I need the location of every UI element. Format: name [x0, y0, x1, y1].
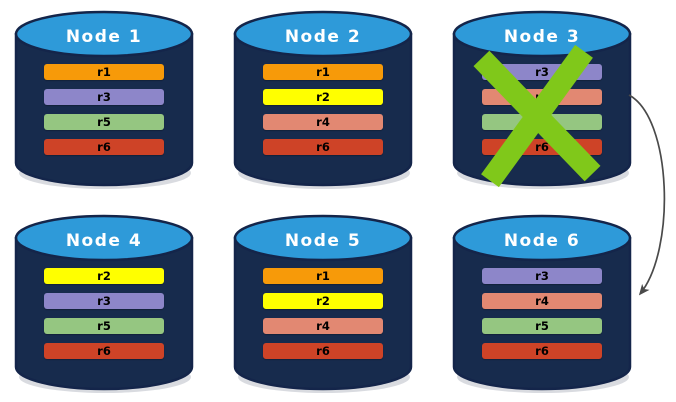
record-bar[interactable]: r4 [482, 293, 602, 309]
record-bar[interactable]: r6 [482, 139, 602, 155]
record-bar[interactable]: r4 [263, 114, 383, 130]
cylinder-top [14, 10, 194, 58]
record-bar[interactable]: r6 [263, 139, 383, 155]
cylinder-top [233, 10, 413, 58]
record-bar[interactable]: r2 [44, 268, 164, 284]
record-bar[interactable]: r2 [263, 89, 383, 105]
record-bar[interactable]: r5 [482, 318, 602, 334]
record-list: r1 r2 r4 r6 [263, 268, 383, 359]
record-bar[interactable]: r3 [44, 293, 164, 309]
record-list: r1 r2 r4 r6 [263, 64, 383, 155]
record-bar[interactable]: r3 [44, 89, 164, 105]
record-list: r1 r3 r5 r6 [44, 64, 164, 155]
record-bar[interactable]: r5 [482, 114, 602, 130]
record-list: r3 r4 r5 r6 [482, 64, 602, 155]
cylinder-top [233, 214, 413, 262]
record-bar[interactable]: r3 [482, 64, 602, 80]
record-bar[interactable]: r4 [263, 318, 383, 334]
record-bar[interactable]: r1 [263, 268, 383, 284]
record-list: r3 r4 r5 r6 [482, 268, 602, 359]
record-bar[interactable]: r6 [44, 139, 164, 155]
record-bar[interactable]: r2 [263, 293, 383, 309]
record-bar[interactable]: r6 [263, 343, 383, 359]
record-bar[interactable]: r5 [44, 318, 164, 334]
cylinder-top [452, 10, 632, 58]
record-bar[interactable]: r5 [44, 114, 164, 130]
record-bar[interactable]: r4 [482, 89, 602, 105]
record-bar[interactable]: r1 [44, 64, 164, 80]
record-bar[interactable]: r6 [482, 343, 602, 359]
record-bar[interactable]: r3 [482, 268, 602, 284]
cylinder-top [14, 214, 194, 262]
record-bar[interactable]: r1 [263, 64, 383, 80]
cylinder-top [452, 214, 632, 262]
record-list: r2 r3 r5 r6 [44, 268, 164, 359]
record-bar[interactable]: r6 [44, 343, 164, 359]
